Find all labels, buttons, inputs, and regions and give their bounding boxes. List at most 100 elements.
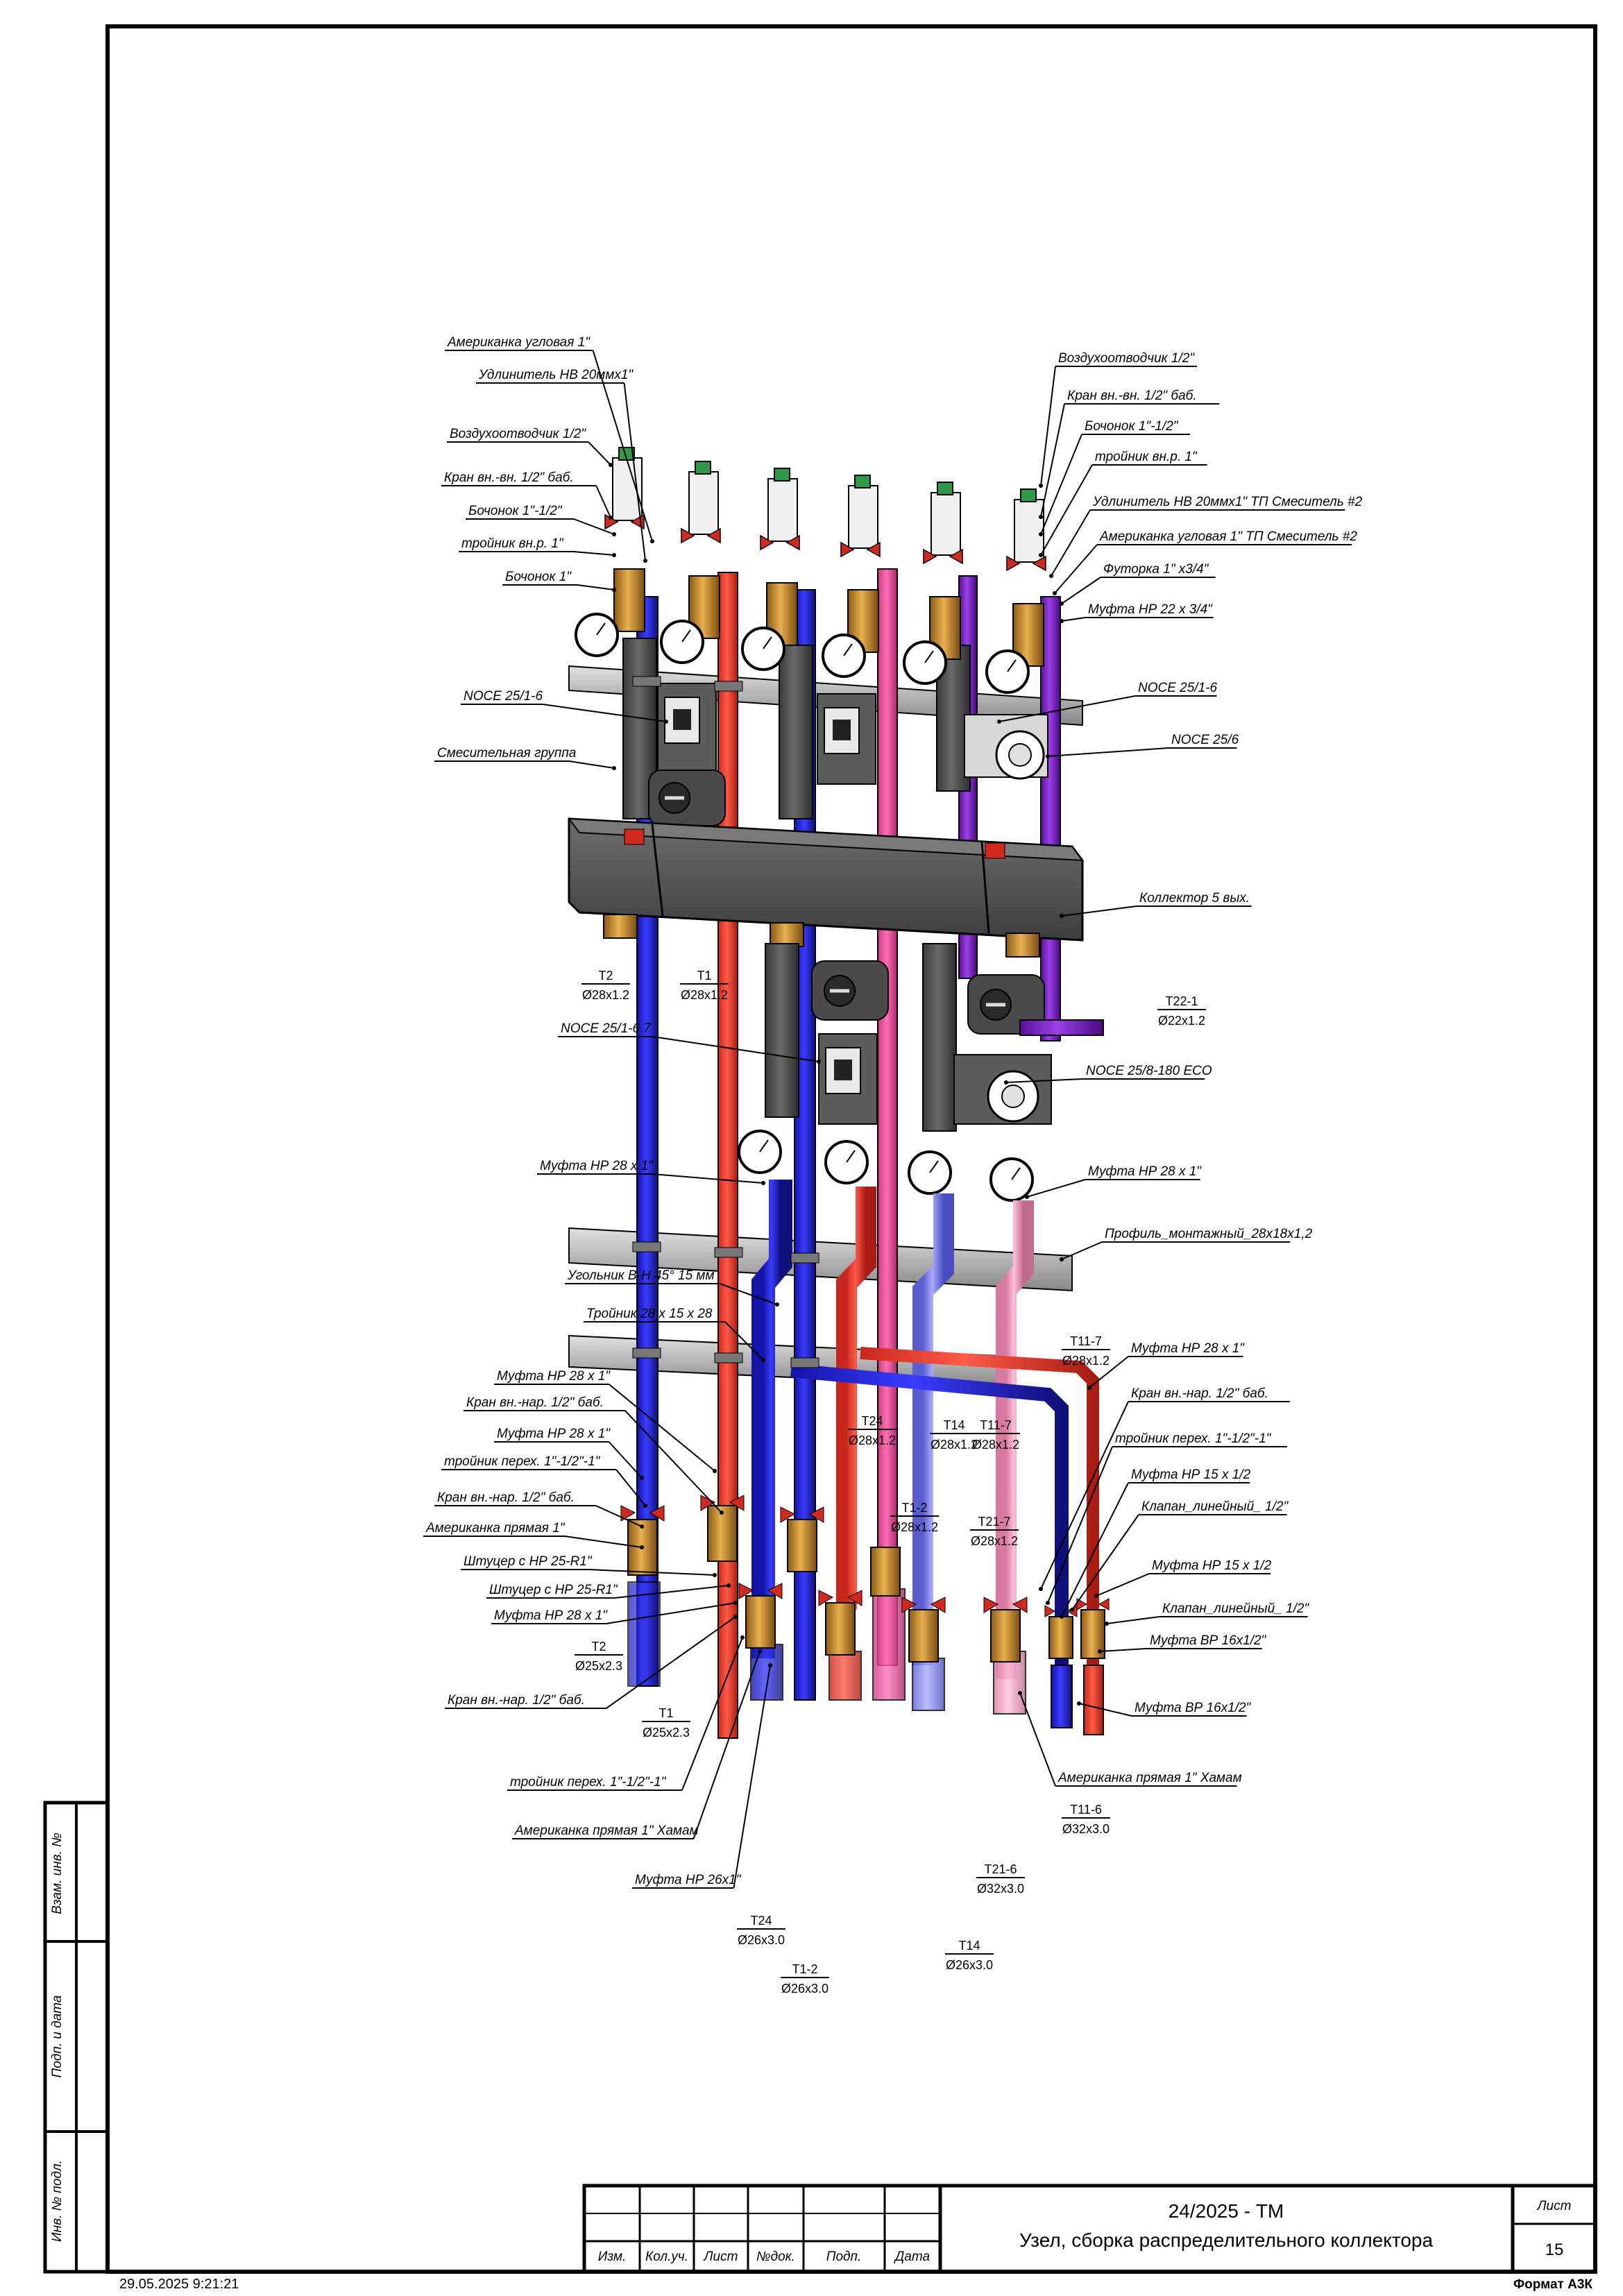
- callout-leader: [692, 1651, 760, 1839]
- callout-leader: [573, 518, 615, 535]
- mixing-actuator-lower-right: [967, 974, 1045, 1035]
- callout-label: Бочонок 1": [502, 570, 616, 592]
- callout-text: тройник вн.р. 1": [461, 536, 564, 551]
- tb-col-date: Дата: [894, 2250, 930, 2264]
- callout-pointer: [612, 532, 616, 536]
- pipe-tag-dimension: Ø28x1.2: [1062, 1354, 1110, 1368]
- callout-label: NOCE 25/1-6: [461, 689, 668, 724]
- callout-pointer: [1039, 532, 1043, 536]
- callout-label: Удлинитель НВ 20ммх1" ТП Смеситель #2: [1049, 495, 1363, 578]
- callout-label: Штуцер с НР 25-R1": [486, 1583, 731, 1599]
- callout-leader: [1026, 1179, 1086, 1198]
- callout-leader: [564, 1536, 643, 1548]
- callout-pointer: [758, 1649, 762, 1653]
- sheet-number: 15: [1545, 2240, 1564, 2259]
- callout-pointer: [643, 559, 647, 563]
- callout-leader: [999, 695, 1136, 722]
- doc-code: 24/2025 - ТМ: [1169, 2200, 1284, 2222]
- pipe-tag-name: T21-7: [978, 1515, 1010, 1529]
- callout-label: Штуцер с НР 25-R1": [461, 1554, 717, 1577]
- callout-pointer: [1004, 1080, 1008, 1085]
- callout-pointer: [609, 463, 613, 467]
- callout-text: Муфта НР 28 х 1": [1131, 1341, 1245, 1356]
- upper-valve-handles: [604, 513, 1046, 572]
- callout-leader: [652, 1173, 764, 1184]
- callout-leader: [1051, 509, 1091, 577]
- callout-leader: [608, 1441, 643, 1479]
- callout-label: Воздухоотводчик 1/2": [447, 427, 613, 467]
- callout-label: Муфта НР 22 х 3/4": [1060, 602, 1214, 623]
- callout-leader: [573, 551, 615, 556]
- callout-text: Американка прямая 1" Хамам: [514, 1823, 699, 1838]
- pipe-tag-name: T22-1: [1165, 994, 1198, 1008]
- pump-noce-25-6: [964, 714, 1048, 780]
- collector-5-outputs: [567, 817, 1085, 942]
- tb-col-count: Кол.уч.: [645, 2250, 688, 2264]
- callout-text: Кран вн.-нар. 1/2" баб.: [448, 1693, 585, 1708]
- callout-pointer: [1087, 1386, 1091, 1390]
- callout-pointer: [775, 1302, 779, 1307]
- callout-text: Тройник 28 х 15 х 28: [586, 1307, 713, 1321]
- callout-pointer: [733, 1601, 738, 1605]
- callout-pointer: [640, 1524, 644, 1529]
- callout-label: Кран вн.-вн. 1/2" баб.: [441, 470, 613, 520]
- callout-text: Муфта НР 28 х 1": [540, 1159, 654, 1173]
- title-block: Изм. Кол.уч. Лист №док. Подп. Дата 24/20…: [582, 2184, 1597, 2274]
- pipe-tag-dimension: Ø28x1.2: [971, 1534, 1018, 1548]
- callout-label: Американка прямая 1" Хамам: [1018, 1691, 1242, 1787]
- callout-label: Муфта ВР 16х1/2": [1098, 1633, 1267, 1653]
- pipe-tag-dimension: Ø28x1.2: [972, 1438, 1019, 1452]
- callout-text: Смесительная группа: [437, 746, 576, 760]
- pipe-tag-dimension: Ø22x1.2: [1158, 1014, 1205, 1028]
- callout-label: NOCE 25/6: [1046, 733, 1239, 758]
- callout-label: тройник вн.р. 1": [1039, 450, 1207, 557]
- callout-leader: [1005, 1078, 1084, 1083]
- callout-label: Бочонок 1"-1/2": [466, 504, 616, 536]
- callout-label: Коллектор 5 вых.: [1060, 891, 1252, 918]
- sheet-label: Лист: [1536, 2199, 1572, 2213]
- callout-text: Муфта НР 15 х 1/2: [1152, 1558, 1272, 1573]
- collector-nuts: [603, 914, 1040, 958]
- callout-pointer: [1098, 1649, 1102, 1653]
- pipe-tag-name: T24: [750, 1914, 772, 1928]
- callout-pointer: [1039, 1587, 1043, 1591]
- callout-pointer: [640, 1545, 644, 1549]
- callout-text: Воздухоотводчик 1/2": [1058, 351, 1195, 366]
- callout-leader: [724, 1321, 764, 1361]
- callout-leader: [1106, 1616, 1160, 1624]
- callout-pointer: [817, 1060, 821, 1064]
- callout-leader: [1061, 617, 1086, 622]
- stamp-original-inventory: Инв. № подл.: [50, 2160, 65, 2242]
- callout-leader: [1040, 464, 1093, 556]
- callout-text: Удлинитель НВ 20ммх1" ТП Смеситель #2: [1092, 495, 1363, 509]
- pipe-tag-name: T1: [697, 969, 711, 983]
- callout-label: Кран вн.-нар. 1/2" баб.: [1039, 1386, 1290, 1591]
- callout-text: Муфта НР 15 х 1/2: [1131, 1468, 1251, 1482]
- callout-leader: [588, 441, 611, 466]
- pipe-tag-name: T14: [943, 1418, 965, 1432]
- callout-label: Американка прямая 1": [423, 1521, 644, 1549]
- callout-text: Клапан_линейный_ 1/2": [1162, 1601, 1309, 1616]
- callout-label: Муфта НР 28 х 1": [494, 1427, 644, 1480]
- callout-leader: [681, 1637, 743, 1791]
- callout-text: NOCE 25/6: [1171, 733, 1239, 747]
- callout-text: Бочонок 1": [505, 570, 572, 584]
- callout-pointer: [640, 1476, 644, 1480]
- lower-gauges: [738, 1130, 1034, 1202]
- callout-text: тройник перех. 1"-1/2"-1": [1115, 1431, 1272, 1446]
- mixing-actuator-lower-center: [811, 960, 889, 1021]
- pipe-tag-name: T1: [658, 1706, 673, 1720]
- callout-pointer: [740, 1635, 745, 1640]
- callout-leader: [608, 1384, 715, 1472]
- callout-text: Клапан_линейный_ 1/2": [1141, 1499, 1289, 1514]
- callout-pointer: [720, 1511, 724, 1515]
- callout-pointer: [1105, 1622, 1109, 1626]
- callout-text: Кран вн.-нар. 1/2" баб.: [437, 1490, 575, 1505]
- callout-pointer: [1046, 1601, 1050, 1605]
